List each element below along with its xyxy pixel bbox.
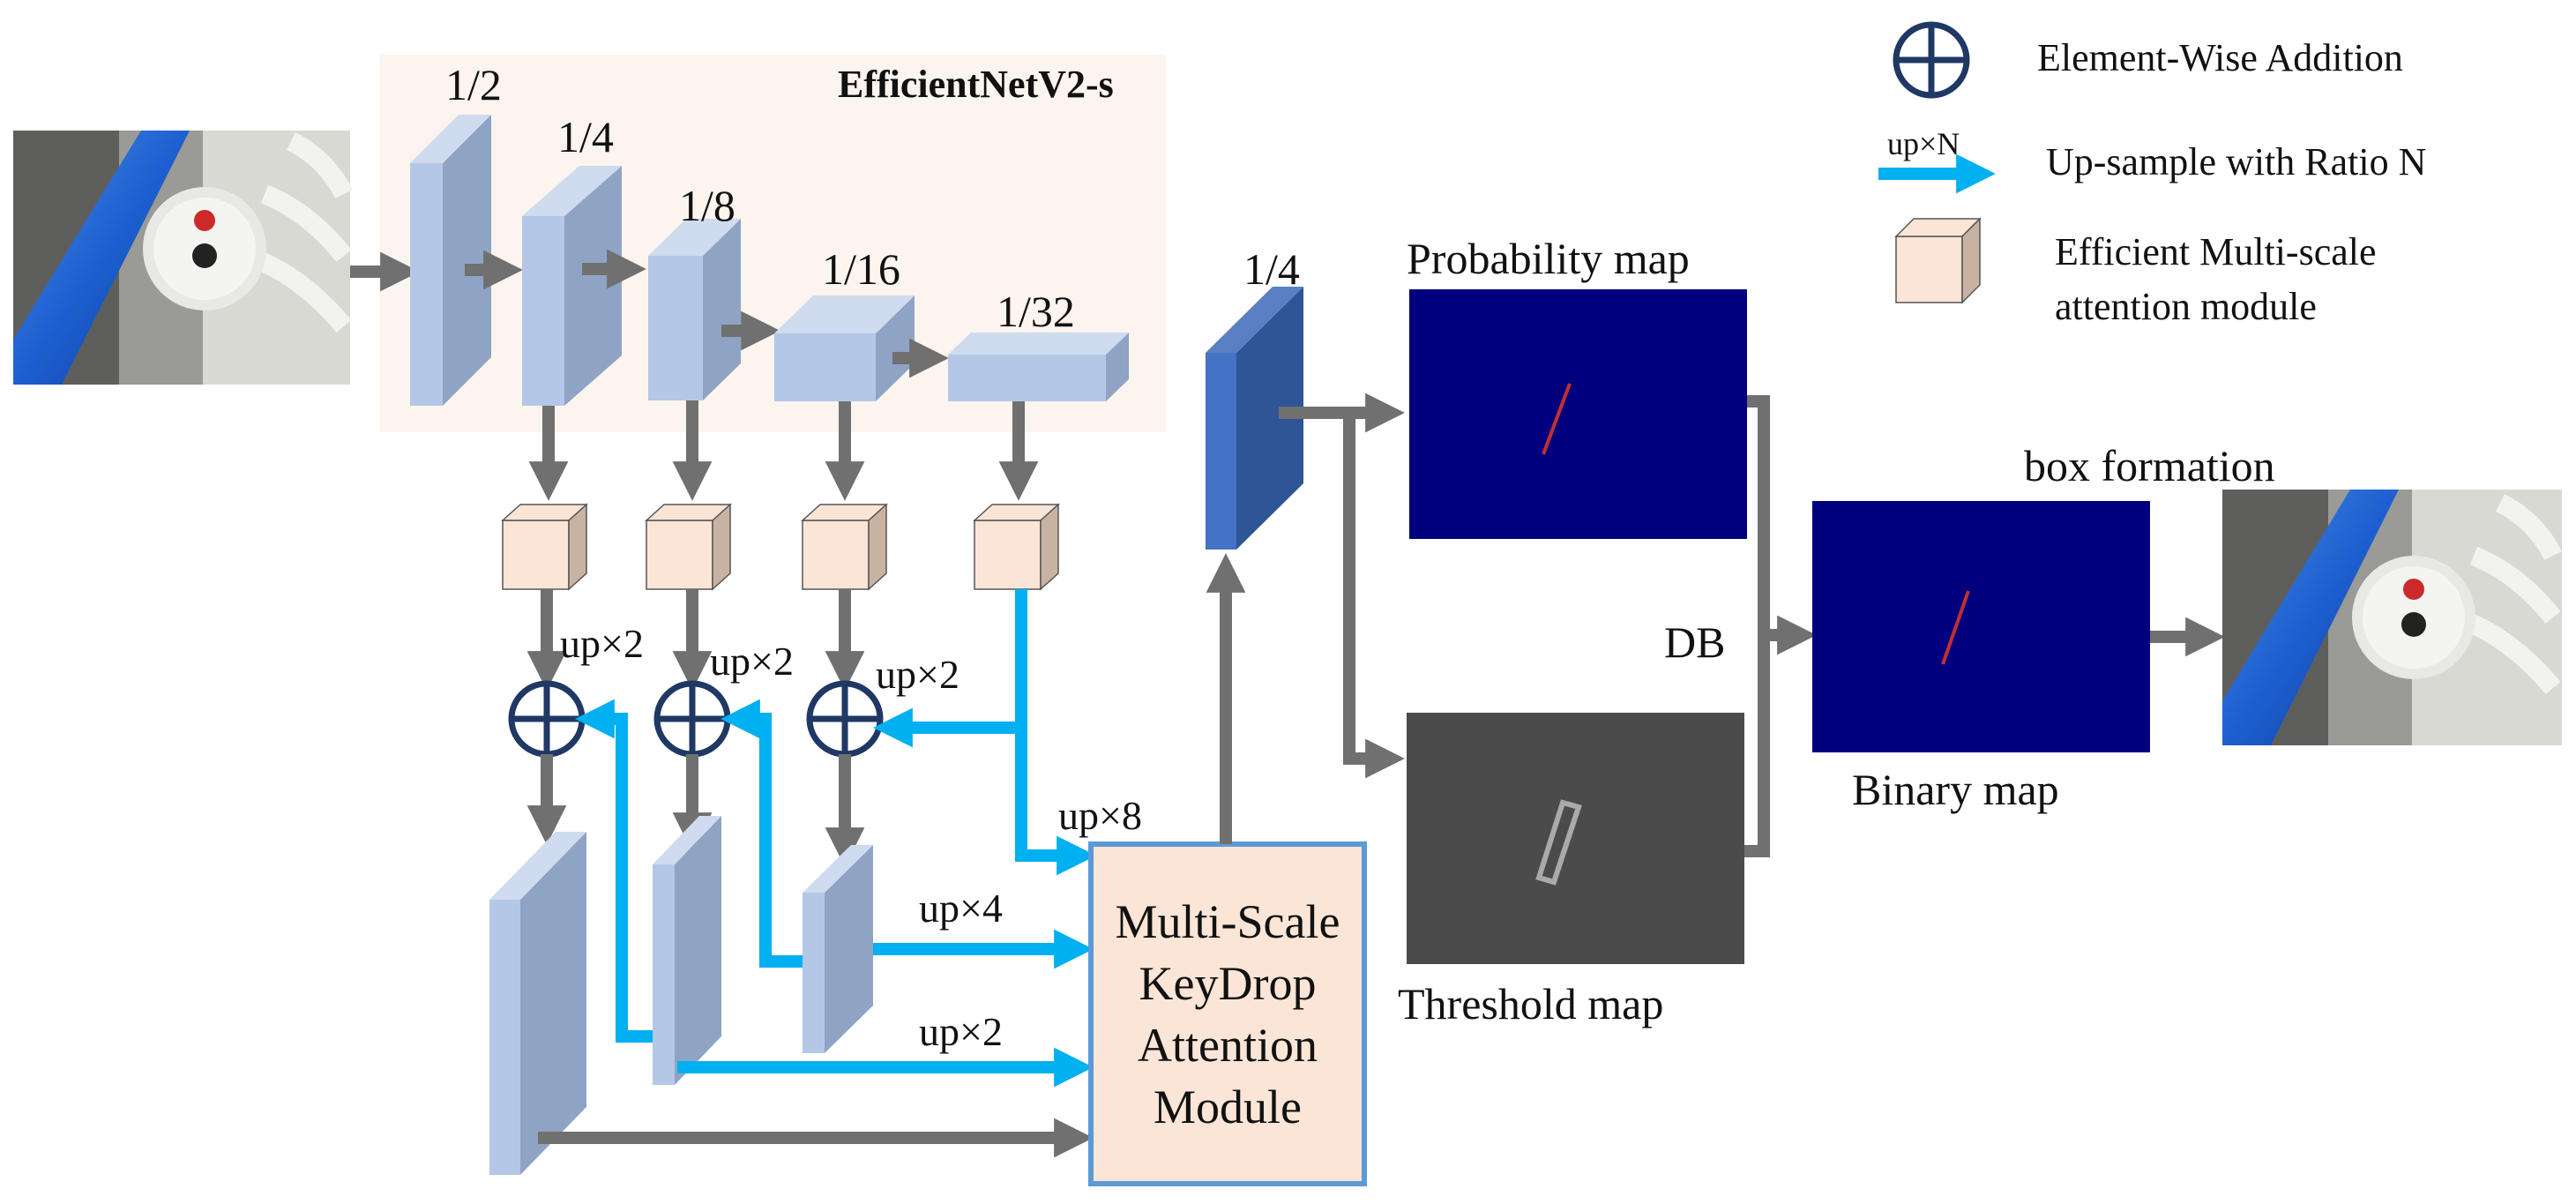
scale-label-4: 1/16 bbox=[822, 244, 900, 294]
stage4-block bbox=[774, 295, 915, 401]
head-feature-block bbox=[1206, 287, 1303, 550]
attention-cube-1 bbox=[501, 503, 588, 591]
box-formation-label: box formation bbox=[2024, 441, 2275, 490]
threshold-map bbox=[1407, 713, 1744, 964]
probability-map-label: Probability map bbox=[1407, 234, 1690, 283]
fuse-label-up2: up×2 bbox=[919, 1009, 1003, 1054]
module-line-1: Multi-Scale bbox=[1116, 895, 1340, 948]
stage1-block bbox=[410, 115, 491, 406]
legend-attention-label-1: Efficient Multi-scale bbox=[2055, 230, 2377, 273]
legend-upsample-tag: up×N bbox=[1887, 126, 1960, 161]
probability-map-stroke bbox=[1542, 383, 1572, 455]
keydrop-attention-module bbox=[1088, 841, 1367, 1186]
fused-feature-3 bbox=[803, 845, 873, 1053]
scale-label-5: 1/32 bbox=[997, 287, 1075, 336]
legend-attention-cube-icon bbox=[1894, 217, 1982, 304]
upsample-label-3: up×2 bbox=[876, 652, 959, 697]
db-label: DB bbox=[1664, 617, 1725, 667]
attention-cube-2 bbox=[645, 503, 732, 591]
stage3-block bbox=[648, 219, 741, 400]
blue-arrow-feature2-to-add1 bbox=[575, 699, 653, 1043]
output-image bbox=[2222, 490, 2562, 745]
head-feature-scale: 1/4 bbox=[1243, 244, 1300, 294]
arrow-feature-to-threshold bbox=[1343, 413, 1405, 779]
upsample-label-2: up×2 bbox=[710, 639, 794, 684]
attention-cube-4 bbox=[973, 503, 1060, 591]
attention-cube-3 bbox=[801, 503, 888, 591]
upsample-label-1: up×2 bbox=[560, 621, 644, 666]
threshold-map-label: Threshold map bbox=[1398, 979, 1663, 1028]
legend-upsample-label: Up-sample with Ratio N bbox=[2046, 140, 2426, 183]
legend-addition-label: Element-Wise Addition bbox=[2037, 36, 2403, 79]
input-image bbox=[13, 131, 353, 385]
probability-map bbox=[1409, 289, 1747, 539]
module-line-3: Attention bbox=[1138, 1019, 1318, 1072]
fuse-label-up8: up×8 bbox=[1058, 793, 1142, 838]
fused-feature-2 bbox=[653, 816, 721, 1085]
backbone-title: EfficientNetV2-s bbox=[838, 63, 1114, 106]
fused-feature-1 bbox=[489, 832, 586, 1175]
legend-addition-icon bbox=[1893, 21, 1970, 99]
arrow-probability-to-db bbox=[1747, 395, 1770, 635]
binary-map-stroke bbox=[1941, 590, 1970, 665]
module-line-4: Module bbox=[1154, 1081, 1302, 1133]
stage2-block bbox=[522, 166, 622, 406]
arrow-threshold-to-db bbox=[1744, 615, 1817, 857]
scale-label-2: 1/4 bbox=[557, 112, 614, 161]
binary-map-label: Binary map bbox=[1852, 765, 2059, 814]
blue-arrow-feature3-to-add2 bbox=[721, 699, 803, 968]
module-line-2: KeyDrop bbox=[1139, 957, 1317, 1010]
addition-circle-3 bbox=[806, 680, 884, 758]
addition-circle-1 bbox=[508, 680, 586, 758]
scale-label-3: 1/8 bbox=[679, 181, 735, 230]
legend-attention-label-2: attention module bbox=[2055, 285, 2317, 328]
addition-circle-2 bbox=[653, 680, 731, 758]
threshold-map-outline bbox=[1535, 799, 1582, 886]
binary-map bbox=[1812, 501, 2150, 752]
scale-label-1: 1/2 bbox=[445, 60, 502, 109]
stage5-block bbox=[948, 333, 1129, 401]
blue-arrow-cube4-to-module bbox=[1015, 728, 1096, 876]
fuse-label-up4: up×4 bbox=[919, 886, 1003, 931]
